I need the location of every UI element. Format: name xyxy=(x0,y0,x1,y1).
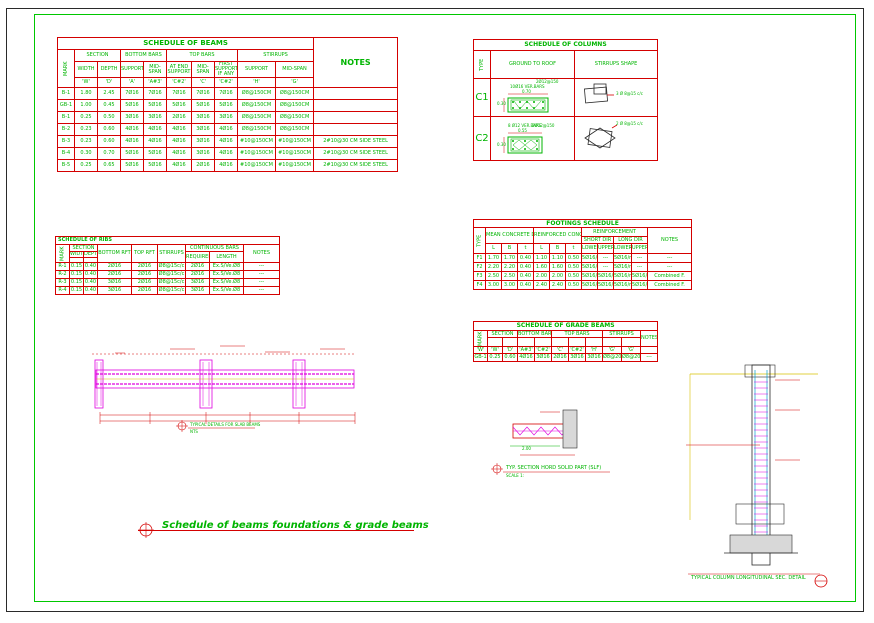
column-c2-section xyxy=(503,132,543,154)
drawing-title-underline xyxy=(138,530,414,531)
column-c1-stirrup-cell xyxy=(574,78,658,117)
footings-schedule-table: FOOTINGS SCHEDULE TYPE MEAN CONCRETE DIM… xyxy=(472,219,693,290)
solid-section-caption: TYP. SECTION HORD SOLID PART (SLF) xyxy=(506,465,602,471)
column-longitudinal-section xyxy=(686,364,828,588)
c2-depth-label: 0.30 xyxy=(497,142,506,147)
slab-beam-detail xyxy=(92,345,356,432)
ribs-cell: --- xyxy=(243,286,280,295)
table-row: F43.003.000.402.402.400.505Ø16/m5Ø16/m5Ø… xyxy=(473,280,693,290)
inner-border xyxy=(34,14,856,602)
drawing-title: Schedule of beams foundations & grade be… xyxy=(162,520,429,531)
c1-depth-label: 0.30 xyxy=(497,101,506,106)
c1-stirrup-label: 2Ø12@150 xyxy=(536,79,559,84)
c2-width-label: 0.55 xyxy=(518,128,527,133)
outer-border xyxy=(6,8,864,612)
c2-stirrup-label: 2Ø12@150 xyxy=(532,123,555,128)
columns-ground-header: GROUND TO ROOF xyxy=(490,50,575,79)
c1-width-label: 0.70 xyxy=(522,89,531,94)
footings-cell: Combined F. xyxy=(646,280,693,290)
columns-stirrups-header: STIRRUPS SHAPE xyxy=(574,50,658,79)
schedule-of-columns-table: SCHEDULE OF COLUMNS TYPE GROUND TO ROOF … xyxy=(473,39,658,161)
beams-subheader-4: AT END SUPPORT xyxy=(166,61,192,78)
table-row: F22.202.200.401.601.600.505Ø16/m---5Ø16/… xyxy=(473,262,693,272)
beams-cell: #10@150CM xyxy=(274,159,315,172)
slab-detail-caption: TYPICAL DETAILS FOR SLAB BEAMS xyxy=(190,422,261,427)
stirrup-note-2: 2 Ø 8@15 c/c xyxy=(616,121,643,126)
c2-bars-label: 8 Ø12 VER.BARS xyxy=(508,123,542,128)
stirrup-note-1: 3 Ø 8@15 c/c xyxy=(616,91,643,96)
c1-bars-label: 10Ø16 VER.BARS xyxy=(510,84,545,89)
schedule-of-grade-beams-table: SCHEDULE OF GRADE BEAMS MARK SECTION BOT… xyxy=(472,321,659,362)
beams-cell: 5Ø16 xyxy=(120,159,144,172)
slab-detail-scale: NTS xyxy=(190,429,198,434)
beams-notes-header: NOTES xyxy=(313,37,399,88)
stirrup-shape-2 xyxy=(584,124,618,149)
column-c1-section xyxy=(503,93,549,113)
stirrup-shape-1 xyxy=(583,83,614,104)
grade-cell: --- xyxy=(639,353,659,362)
solid-section-scale: SCALE 1: xyxy=(506,473,524,478)
column-detail-caption: TYPICAL COLUMN LONGITUDINAL SEC. DETAIL xyxy=(691,575,806,581)
ribs-notes-header: NOTES xyxy=(243,244,280,263)
solid-part-section xyxy=(491,409,610,475)
beams-cell: 2#10@30 CM SIDE STEEL xyxy=(313,159,399,172)
schedule-of-ribs-table: SCHEDULE OF RIBS MARK SECTION BOTTOM RFT… xyxy=(55,236,280,295)
schedule-of-beams-table: SCHEDULE OF BEAMS NOTES MARK SECTION BOT… xyxy=(56,37,399,172)
solid-section-dimension: 2.00 xyxy=(522,446,531,451)
column-c2-stirrup-cell xyxy=(574,116,658,161)
